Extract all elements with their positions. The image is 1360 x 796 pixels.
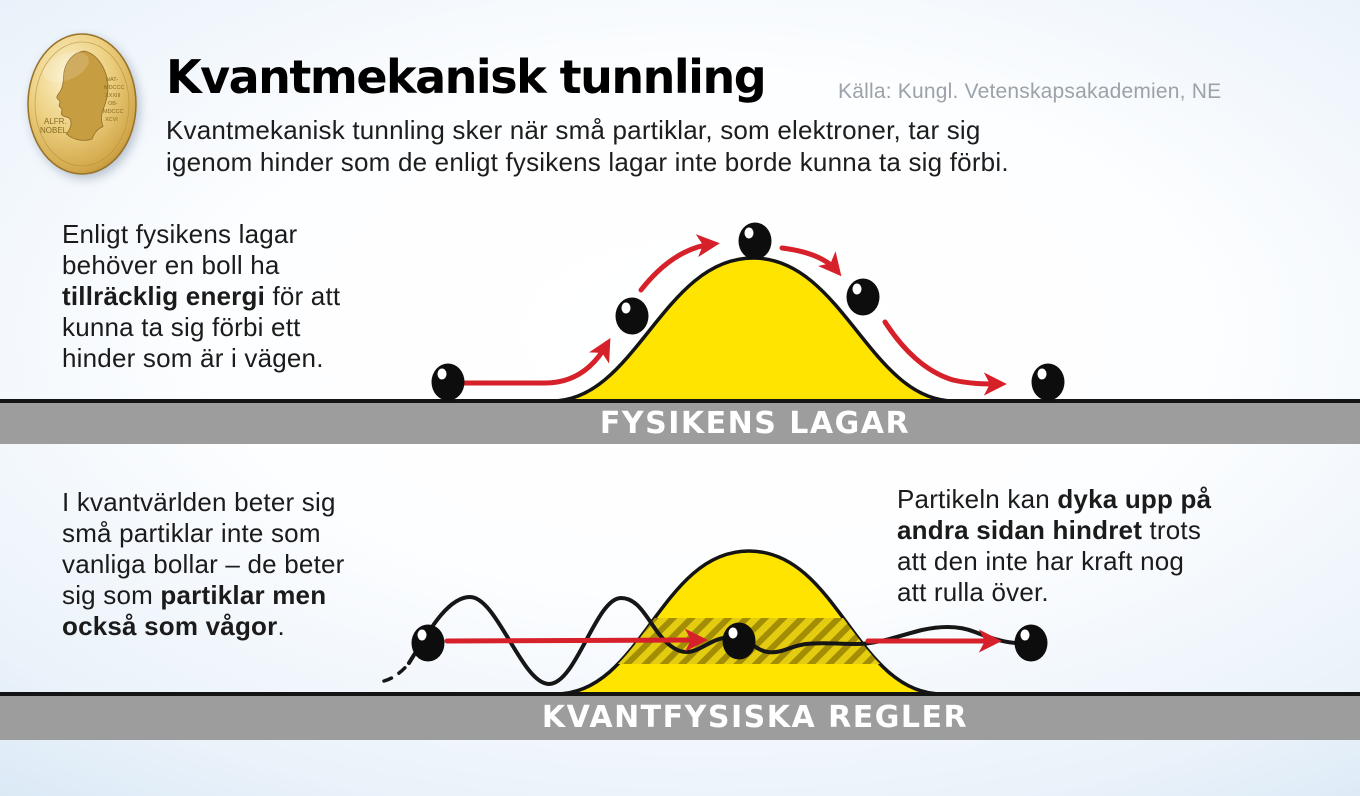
svg-text:MDCCC: MDCCC [103, 109, 123, 115]
intro-line-1: Kvantmekanisk tunnling sker när små part… [166, 115, 981, 145]
particle-ball [615, 297, 649, 335]
nobel-profile [56, 50, 109, 141]
ground-line-quantum [0, 692, 1360, 697]
svg-text:XXXIII: XXXIII [105, 93, 121, 99]
intro-text: Kvantmekanisk tunnling sker när små part… [166, 114, 1009, 178]
nobel-medal-icon: ALFR. NOBEL NAT- MDCCC XXXIII OB- MDCCC … [27, 33, 137, 175]
caption-quantum-label: KVANTFYSISKA REGLER [541, 700, 969, 735]
arrow-exit-classical [882, 319, 1007, 396]
svg-text:NAT-: NAT- [106, 77, 118, 83]
caption-bar-classical: FYSIKENS LAGAR [0, 403, 1360, 444]
svg-text:NOBEL: NOBEL [40, 126, 68, 135]
particle-ball [738, 222, 772, 260]
arrow-through-barrier [444, 628, 708, 652]
particle-ball [1031, 363, 1065, 401]
particle-ball [1014, 624, 1048, 662]
page-title: Kvantmekanisk tunnling [166, 50, 767, 104]
particle-ball [411, 624, 445, 662]
svg-text:ALFR.: ALFR. [44, 117, 67, 126]
particle-ball-in-barrier [722, 622, 756, 660]
source-note: Källa: Kungl. Vetenskapsakademien, NE [838, 80, 1222, 103]
particle-wave [407, 594, 1020, 687]
caption-classical-label: FYSIKENS LAGAR [599, 406, 911, 441]
svg-text:MDCCC: MDCCC [104, 85, 124, 91]
svg-text:XCVI: XCVI [105, 117, 118, 123]
particle-ball [431, 363, 465, 401]
arrow-down-slope [779, 245, 842, 277]
ground-line-classical [0, 399, 1360, 404]
arrow-approach-classical [461, 337, 611, 386]
arrow-up-over-top [638, 234, 720, 293]
caption-bar-quantum: KVANTFYSISKA REGLER [0, 696, 1360, 740]
svg-text:OB-: OB- [108, 101, 118, 107]
barrier-hill-classical [551, 256, 955, 403]
intro-line-2: igenom hinder som de enligt fysikens lag… [166, 147, 1009, 177]
wave-dashed-tail [382, 660, 412, 683]
particle-ball [846, 278, 880, 316]
